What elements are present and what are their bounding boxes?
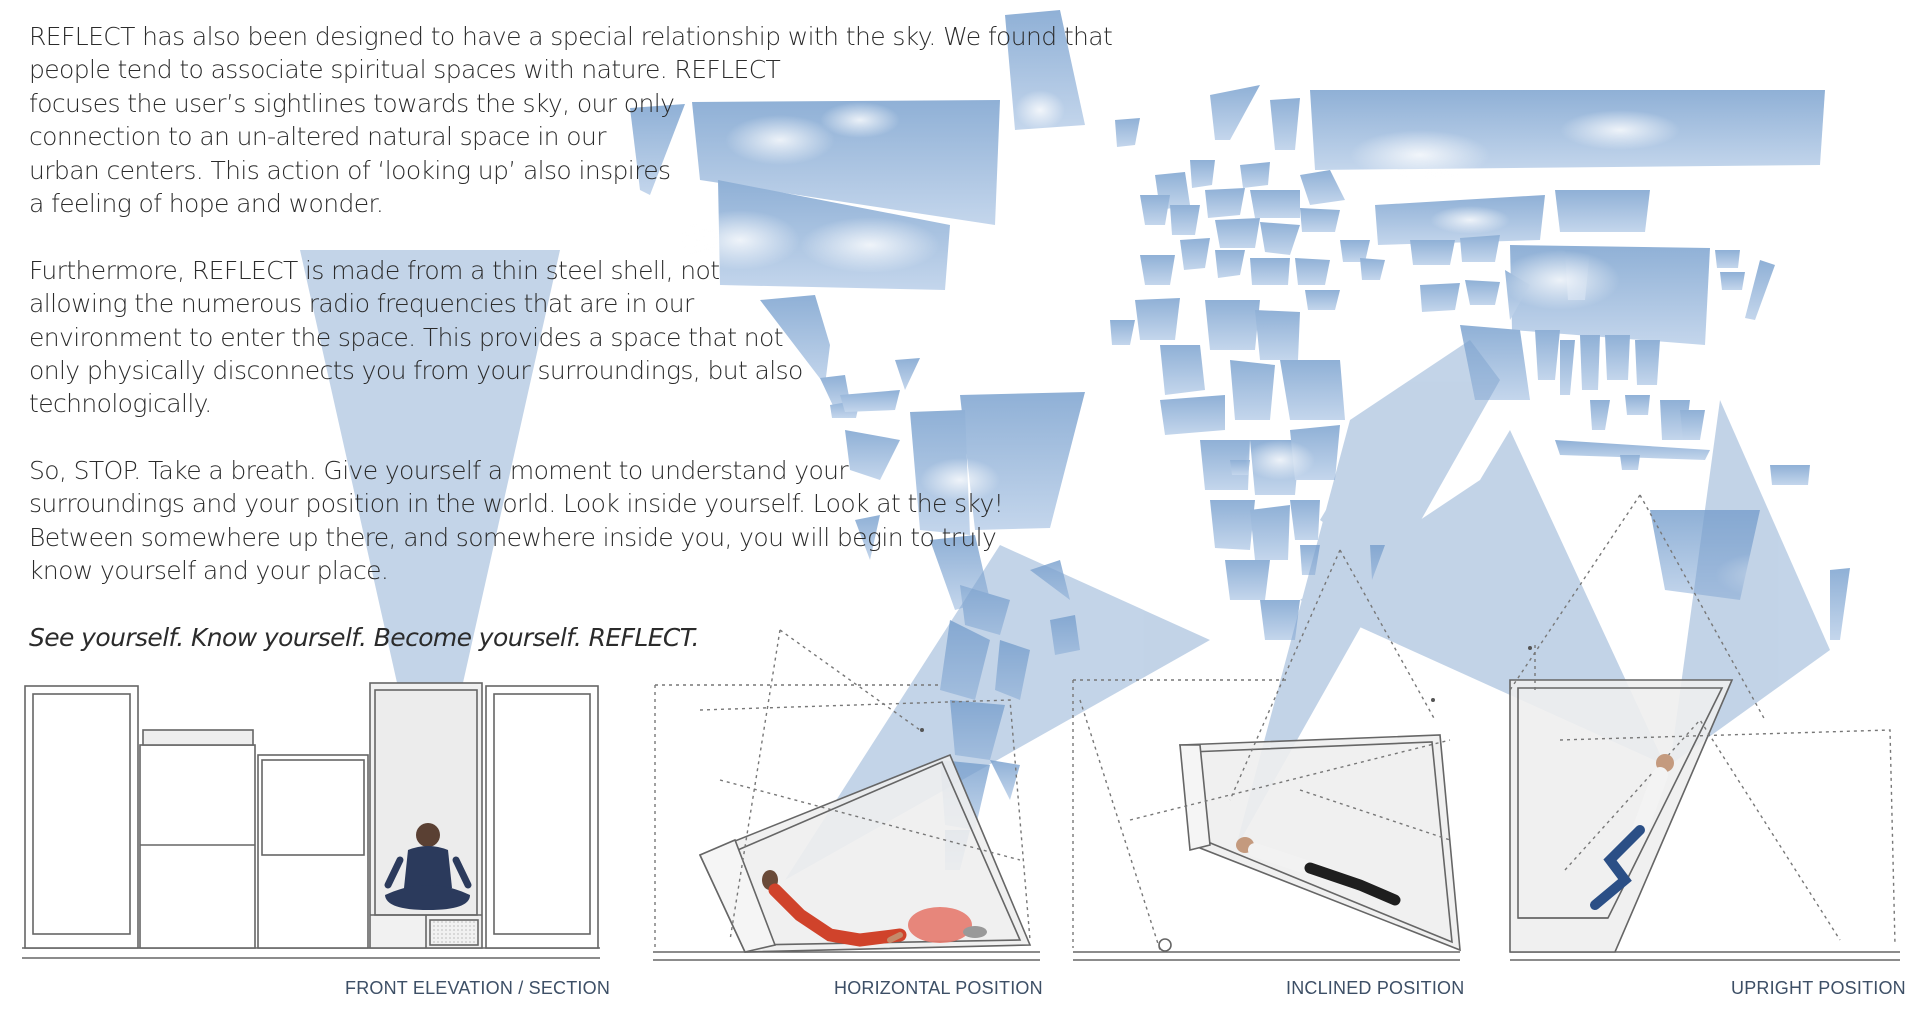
upright-position-drawing bbox=[1509, 494, 1900, 961]
paragraph-1-line: people tend to associate spiritual space… bbox=[29, 55, 781, 85]
front-elevation-drawing bbox=[22, 682, 600, 959]
paragraph-2-line: technologically. bbox=[29, 389, 212, 419]
reclining-man-figure bbox=[1236, 837, 1401, 906]
paragraph-1-line: urban centers. This action of ‘looking u… bbox=[29, 155, 671, 185]
paragraph-2-line: environment to enter the space. This pro… bbox=[29, 322, 784, 352]
reflect-description: REFLECT has also been designed to have a… bbox=[29, 20, 1113, 654]
caption-front-elevation: FRONT ELEVATION / SECTION bbox=[345, 978, 611, 998]
reclining-woman-figure bbox=[762, 870, 987, 947]
caption-upright-position: UPRIGHT POSITION bbox=[1731, 978, 1906, 998]
paragraph-1-line: connection to an un-altered natural spac… bbox=[29, 122, 606, 152]
paragraph-gap bbox=[29, 588, 1112, 621]
paragraph-2-line: Furthermore, REFLECT is made from a thin… bbox=[29, 255, 720, 285]
standing-man-figure bbox=[1590, 754, 1674, 910]
paragraph-1-line: focuses the user’s sightlines towards th… bbox=[29, 88, 675, 118]
paragraph-gap bbox=[29, 220, 1112, 253]
paragraph-3-line: know yourself and your place. bbox=[29, 556, 389, 586]
tagline: See yourself. Know yourself. Become your… bbox=[29, 623, 699, 653]
paragraph-gap bbox=[29, 421, 1112, 454]
caption-horizontal-position: HORIZONTAL POSITION bbox=[834, 978, 1043, 998]
frame-markers bbox=[920, 646, 1532, 732]
paragraph-1-line: a feeling of hope and wonder. bbox=[29, 188, 384, 218]
meditating-figure bbox=[384, 823, 472, 910]
paragraph-1-line: REFLECT has also been designed to have a… bbox=[29, 22, 1113, 51]
paragraph-2-line: only physically disconnects you from you… bbox=[29, 355, 803, 385]
caption-inclined-position: INCLINED POSITION bbox=[1286, 978, 1465, 998]
paragraph-3-line: surroundings and your position in the wo… bbox=[29, 489, 1004, 519]
paragraph-3-line: So, STOP. Take a breath. Give yourself a… bbox=[29, 456, 849, 486]
cloud-overlay bbox=[680, 90, 1805, 597]
paragraph-2-line: allowing the numerous radio frequencies … bbox=[29, 289, 694, 319]
paragraph-3-line: Between somewhere up there, and somewher… bbox=[29, 522, 997, 552]
